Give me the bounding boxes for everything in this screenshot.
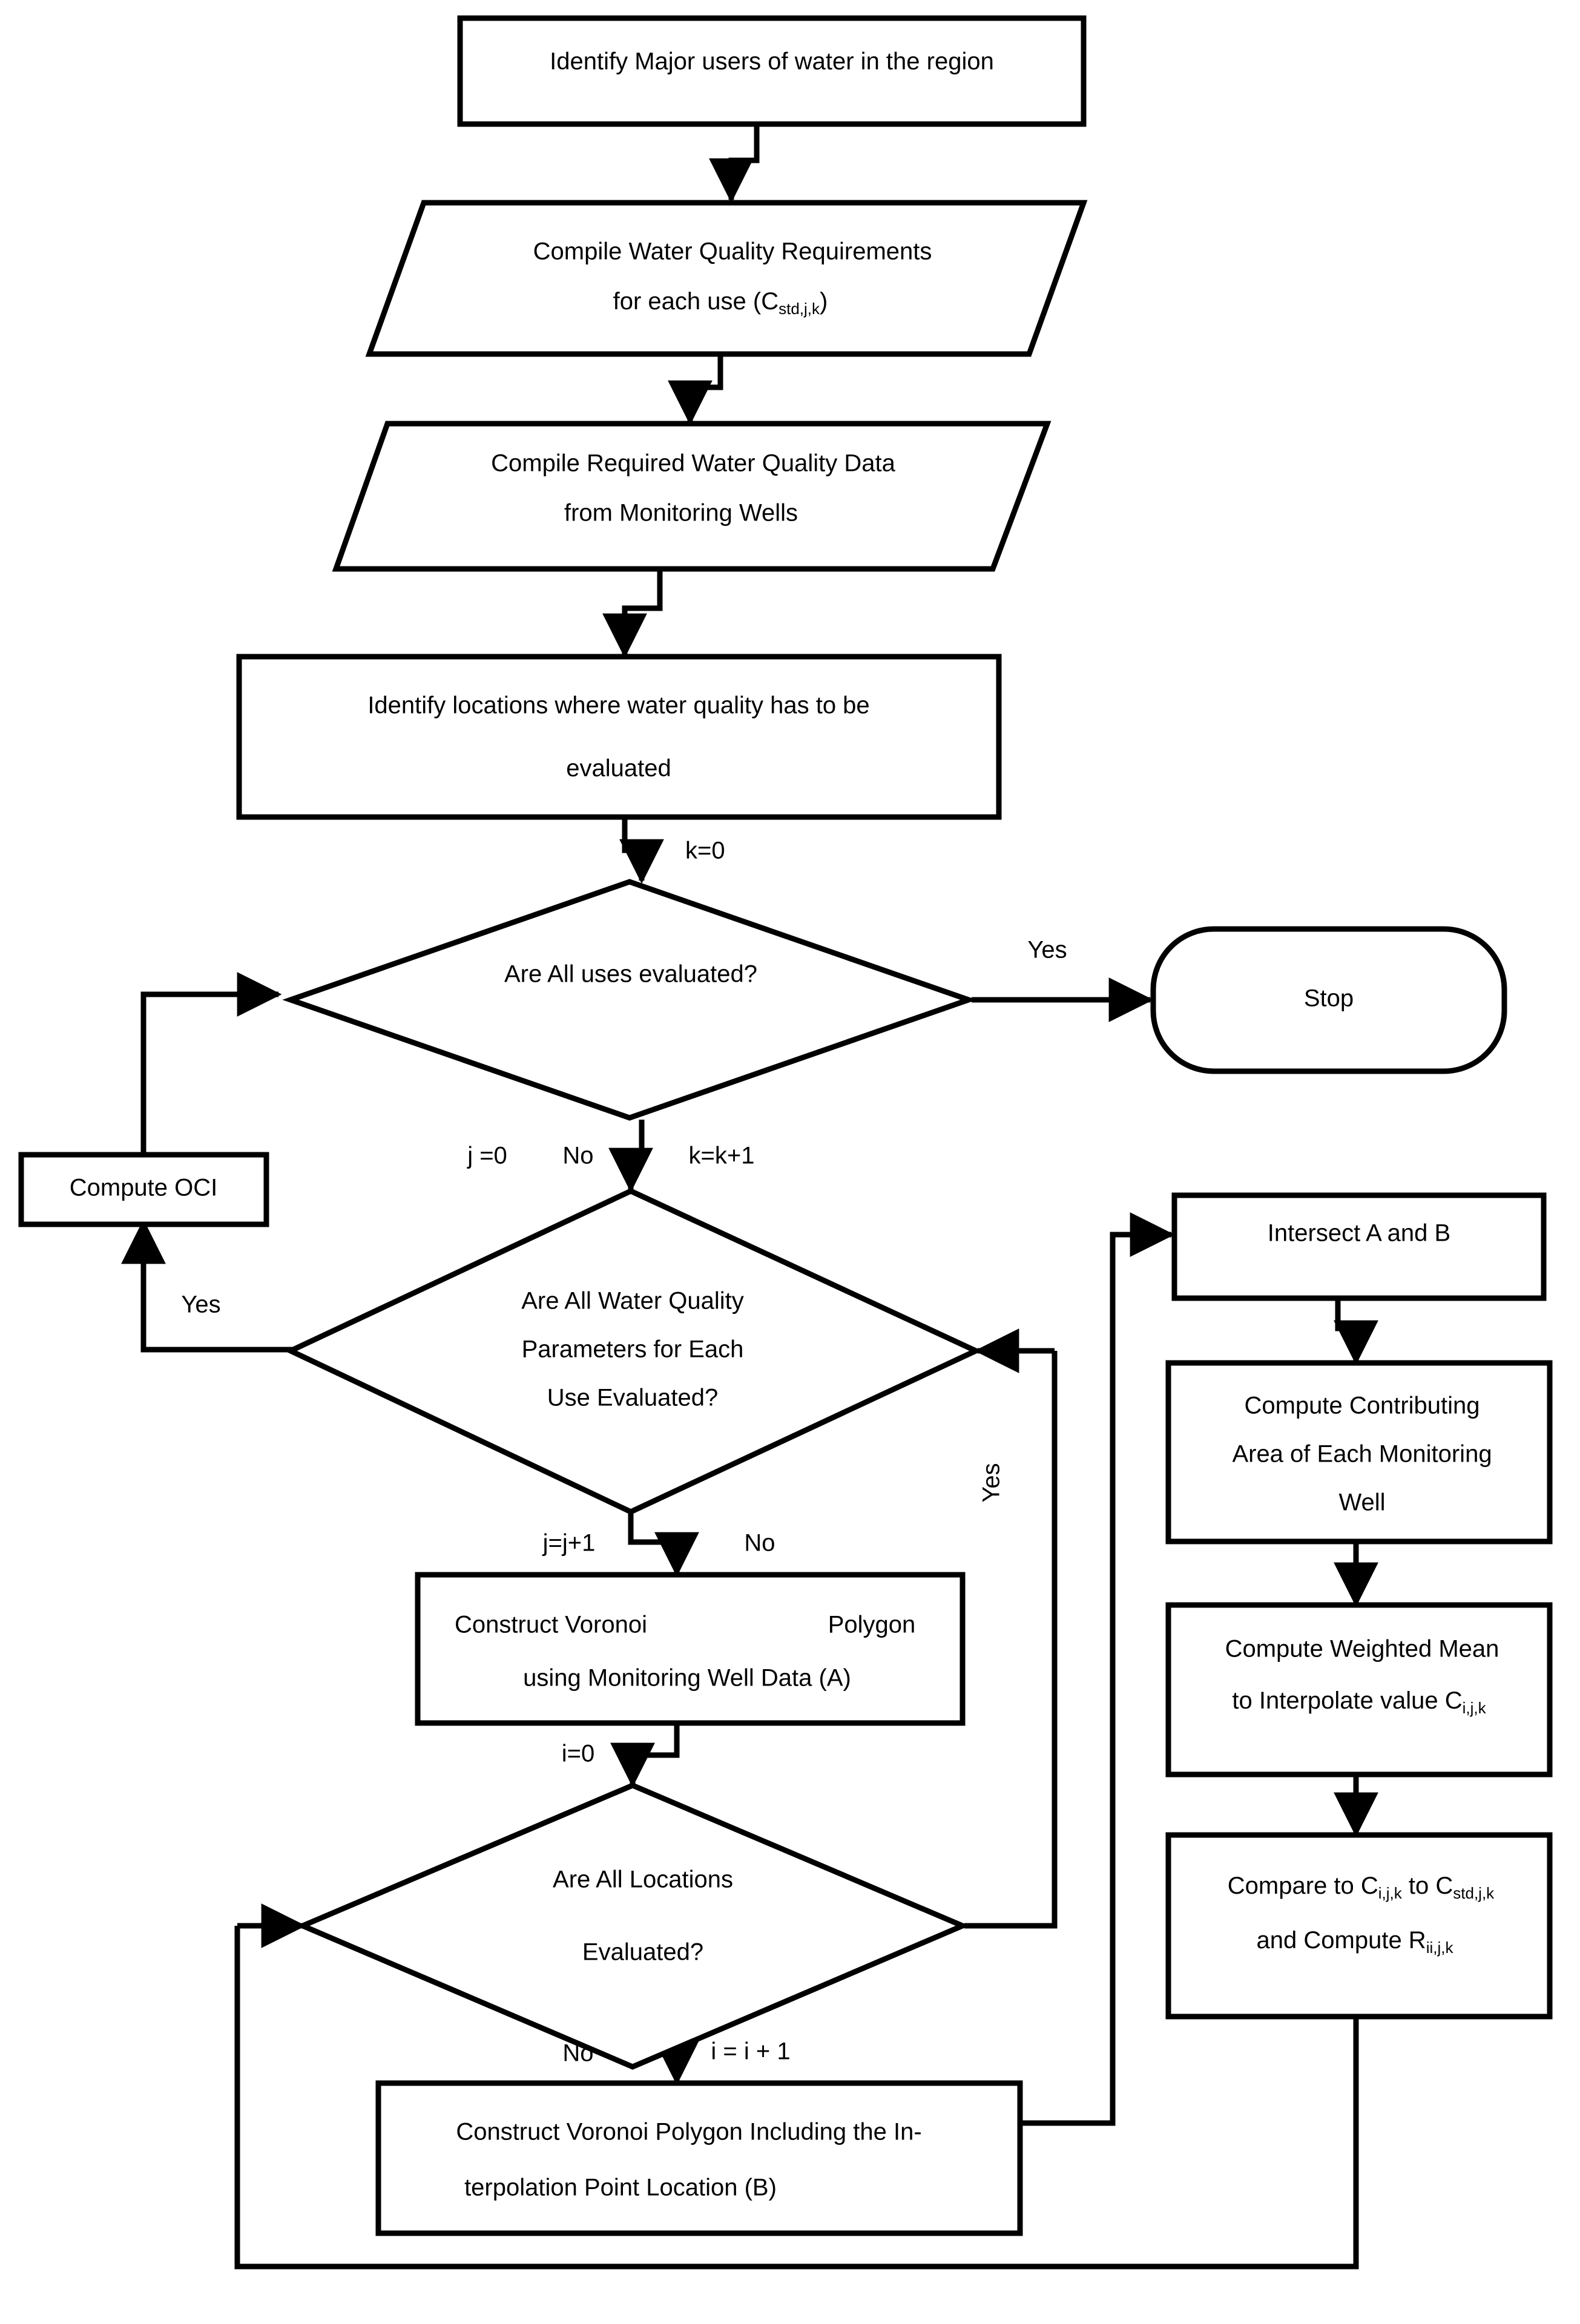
weighted-subscript: i,j,k [1463, 1699, 1487, 1717]
node-weighted-line1: Compute Weighted Mean [1225, 1636, 1499, 1663]
node-decision-locations-line1: Are All Locations [553, 1866, 733, 1893]
node-compile-requirements-line2: for each use (Cstd,j,k) [613, 288, 828, 318]
edge-label-j-init: j =0 [467, 1143, 507, 1169]
edge-label-yes-right: Yes [978, 1463, 1005, 1502]
node-contributing-line1: Compute Contributing [1244, 1393, 1480, 1419]
compare-subscript-2: std,j,k [1453, 1884, 1495, 1902]
edge-requirements-to-data [668, 354, 723, 425]
node-decision-uses-evaluated[interactable] [282, 879, 977, 1121]
edge-label-no-uses: No [562, 1143, 593, 1169]
node-construct-voronoi-b-line2: terpolation Point Location (B) [464, 2175, 777, 2201]
compare-text-c: and Compute R [1257, 1927, 1426, 1954]
edge-label-i-increment: i = i + 1 [711, 2038, 790, 2065]
node-compare-line1: Compare to Ci,j,k to Cstd,j,k [1228, 1873, 1495, 1902]
node-compute-oci-label: Compute OCI [70, 1175, 218, 1201]
node-construct-voronoi-a[interactable] [415, 1572, 966, 1726]
node-compile-requirements-line1: Compile Water Quality Requirements [533, 238, 932, 265]
node-compare-compute-r[interactable] [1165, 1832, 1553, 2020]
node-compute-contributing-area[interactable] [1165, 1360, 1553, 1544]
node-decision-parameters-line1: Are All Water Quality [521, 1288, 744, 1315]
node-stop[interactable] [1150, 926, 1507, 1074]
node-compare-line2: and Compute Rii,j,k [1257, 1927, 1454, 1957]
edge-label-j-increment: j=j+1 [542, 1530, 596, 1557]
node-construct-voronoi-a-line1b: Polygon [828, 1612, 916, 1638]
node-compile-data[interactable] [332, 421, 1052, 572]
node-contributing-line3: Well [1338, 1489, 1385, 1516]
node-construct-voronoi-a-line2: using Monitoring Well Data (A) [523, 1665, 851, 1692]
node-construct-voronoi-a-line1a: Construct Voronoi [455, 1612, 647, 1638]
compare-text-a: Compare to C [1228, 1873, 1378, 1899]
edge-locations-to-uses-decision [619, 817, 664, 884]
edge-label-yes-oci: Yes [181, 1292, 220, 1318]
node-identify-locations[interactable] [236, 654, 1002, 820]
edge-params-yes-to-oci [121, 1219, 303, 1353]
node-decision-locations-line2: Evaluated? [582, 1939, 703, 1966]
node-stop-label: Stop [1304, 985, 1354, 1012]
node-decision-parameters-line2: Parameters for Each [522, 1336, 744, 1363]
node-intersect-a-b-label: Intersect A and B [1268, 1220, 1450, 1247]
edge-users-to-requirements [709, 124, 760, 203]
node-construct-voronoi-b-line1: Construct Voronoi Polygon Including the … [456, 2119, 921, 2145]
edge-label-no-loc: No [562, 2040, 593, 2067]
edge-label-k-increment: k=k+1 [689, 1143, 755, 1169]
compile-req-text-b: ) [820, 288, 828, 315]
node-identify-locations-line1: Identify locations where water quality h… [367, 692, 869, 719]
node-decision-locations-evaluated[interactable] [295, 1782, 970, 2070]
compile-req-text-a: for each use (C [613, 288, 778, 315]
weighted-text-a: to Interpolate value C [1232, 1687, 1462, 1714]
edge-locations-yes-up [964, 1351, 1058, 1929]
compile-req-subscript: std,j,k [778, 300, 820, 318]
edge-voronoi-b-to-intersect [1019, 1212, 1175, 2126]
node-identify-users[interactable] [457, 15, 1087, 127]
node-identify-users-label: Identify Major users of water in the reg… [550, 48, 994, 75]
node-compile-data-line1: Compile Required Water Quality Data [491, 450, 895, 477]
node-contributing-line2: Area of Each Monitoring [1232, 1441, 1492, 1468]
compare-subscript-3: ii,j,k [1426, 1938, 1454, 1957]
node-decision-uses-evaluated-label: Are All uses evaluated? [504, 961, 757, 988]
node-construct-voronoi-b[interactable] [375, 2080, 1023, 2236]
node-compute-oci[interactable] [18, 1152, 269, 1227]
edge-params-no-to-voronoi-a [628, 1513, 699, 1577]
node-decision-parameters-evaluated[interactable] [284, 1188, 983, 1515]
node-decision-parameters-line3: Use Evaluated? [547, 1385, 718, 1411]
edge-label-i-init: i=0 [562, 1741, 595, 1767]
node-compile-requirements[interactable] [365, 200, 1088, 357]
node-identify-locations-line2: evaluated [566, 755, 671, 782]
node-compute-weighted-mean[interactable] [1165, 1602, 1553, 1777]
compare-subscript-1: i,j,k [1378, 1884, 1403, 1902]
edge-intersect-to-contributing [1334, 1296, 1378, 1365]
node-intersect-a-b[interactable] [1171, 1192, 1547, 1301]
edge-compare-to-locations-decision-return [234, 1926, 1359, 2270]
edge-oci-to-uses-decision [140, 972, 282, 1153]
edge-label-no-params: No [744, 1530, 775, 1557]
compare-text-b: to C [1402, 1873, 1453, 1899]
node-compile-data-line2: from Monitoring Wells [564, 500, 798, 527]
edge-voronoi-a-to-locations-decision [610, 1722, 680, 1788]
edge-uses-no-to-params-decision [608, 1120, 653, 1193]
edge-label-yes-stop: Yes [1027, 937, 1067, 963]
edge-label-k-init: k=0 [685, 838, 725, 864]
edge-data-to-locations [602, 569, 663, 658]
node-weighted-line2: to Interpolate value Ci,j,k [1232, 1687, 1486, 1717]
